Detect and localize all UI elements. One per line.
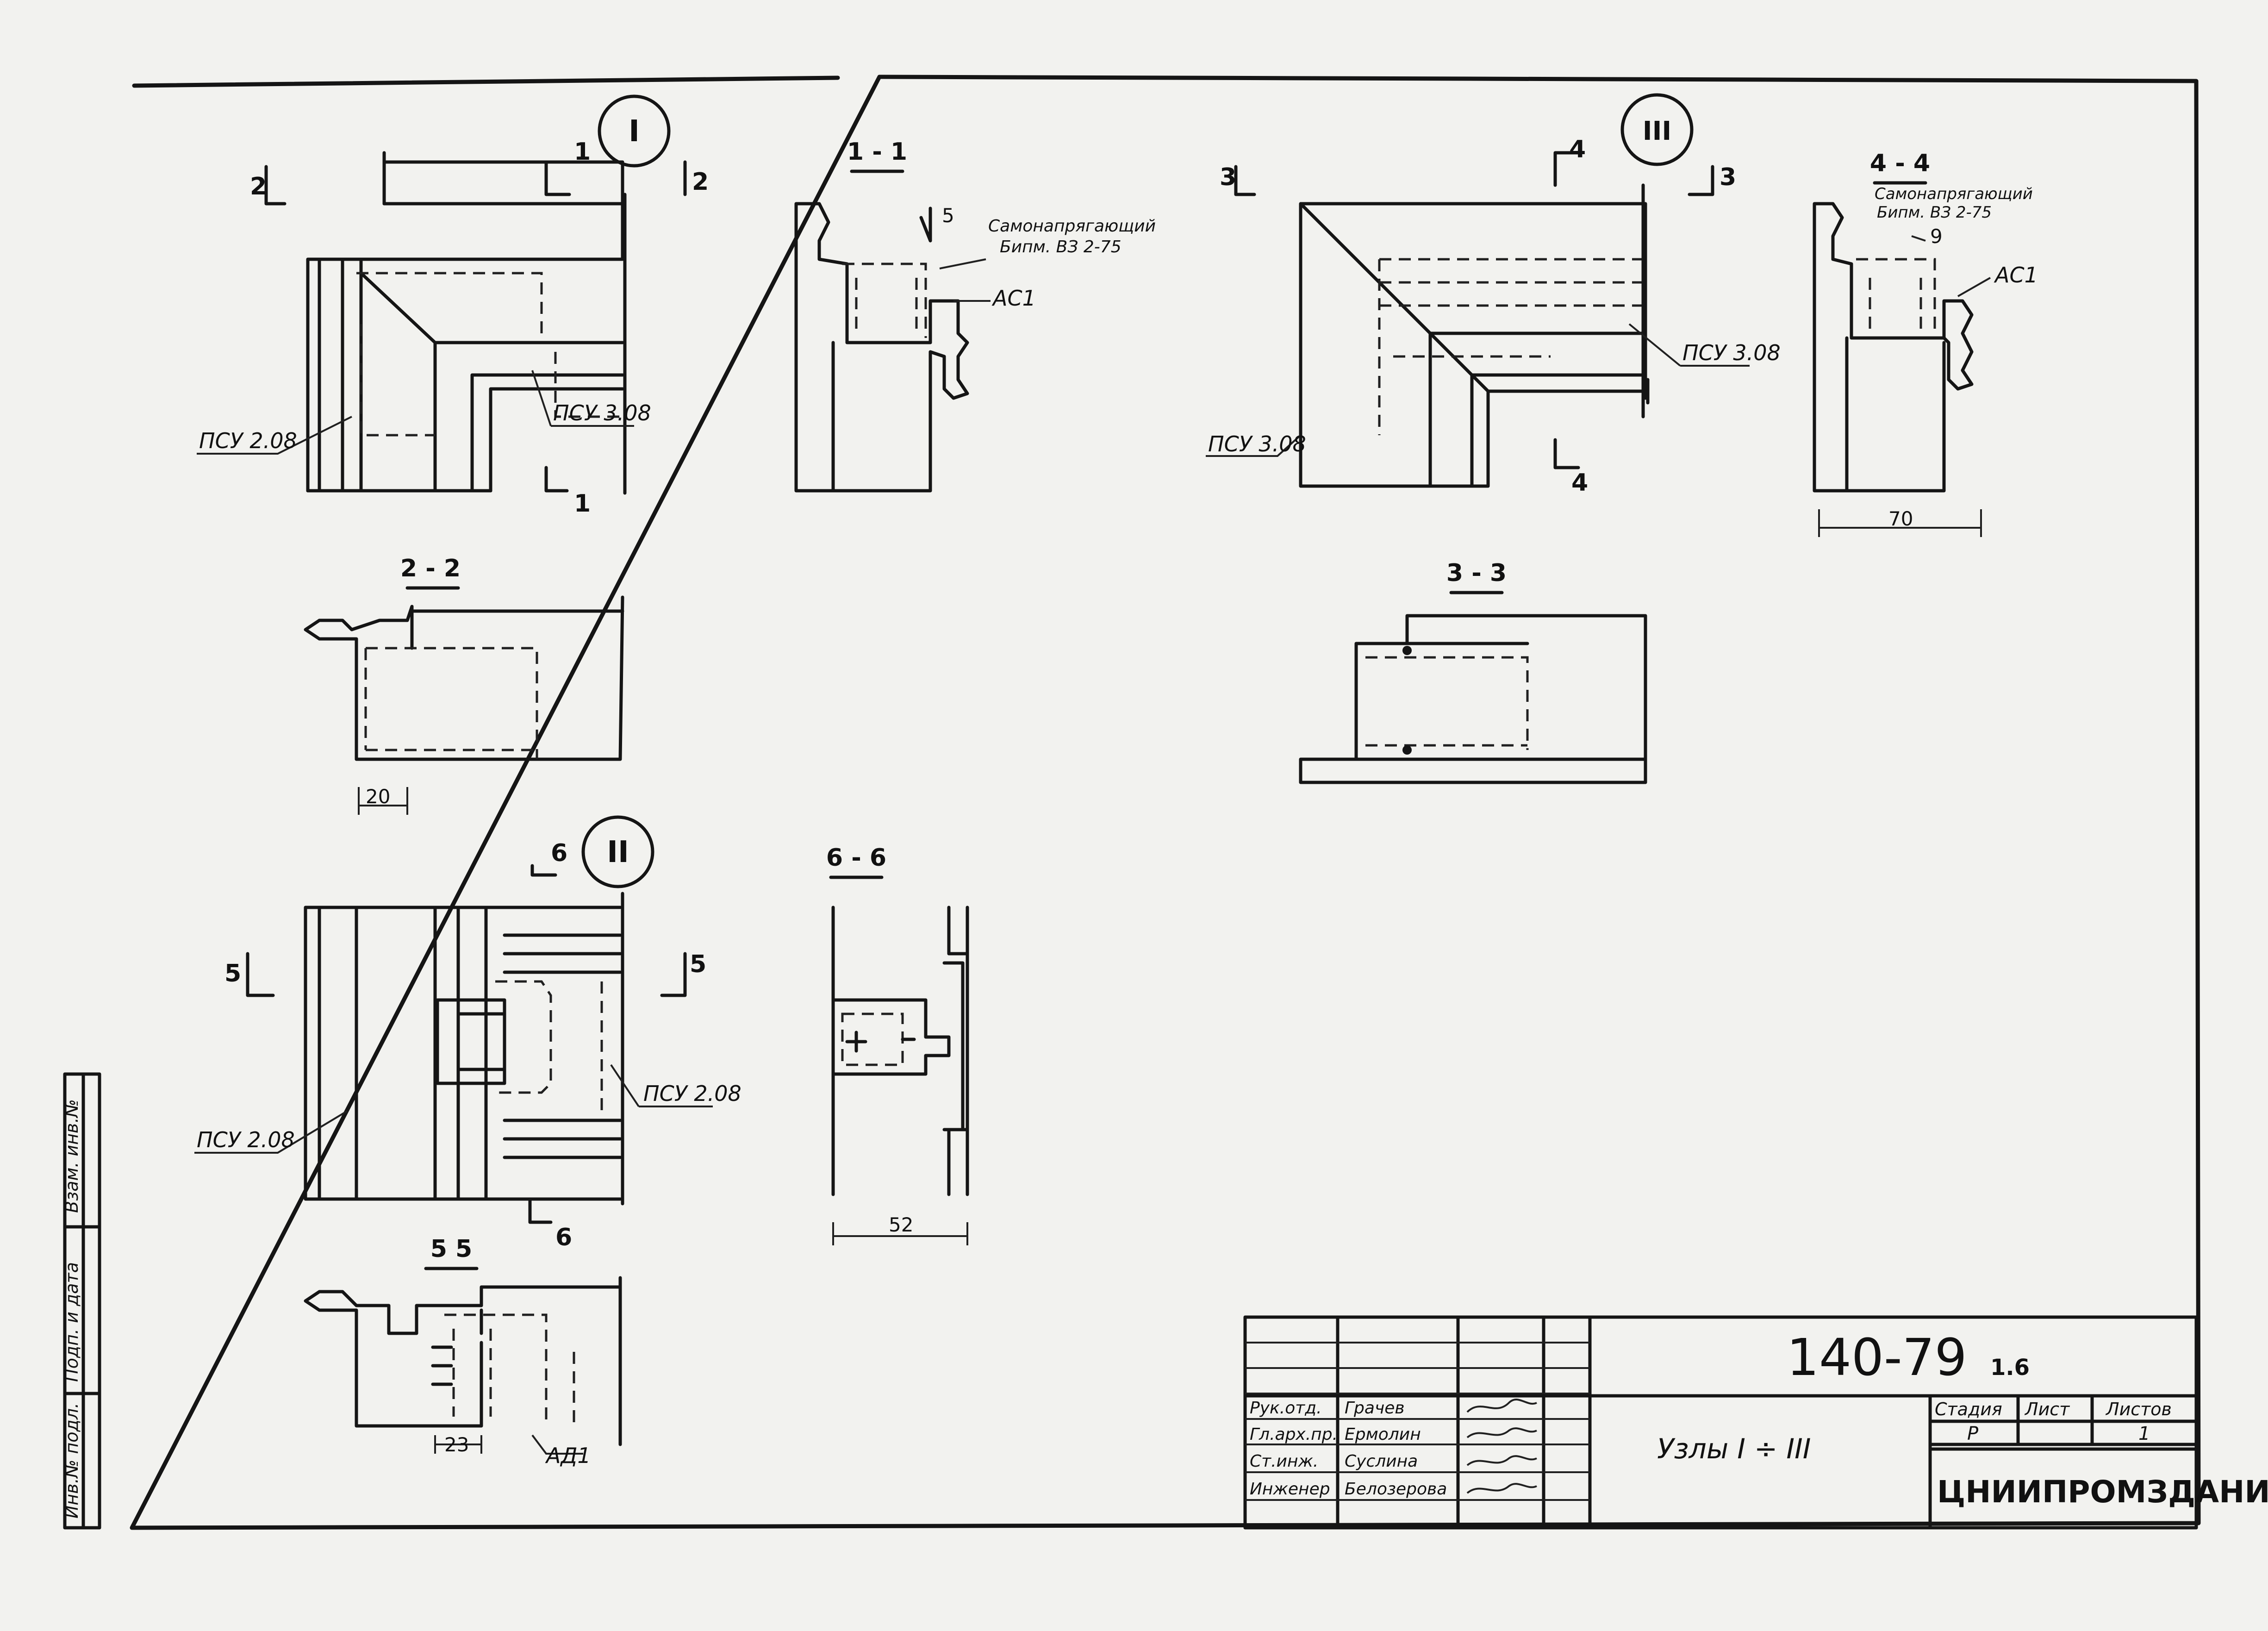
side-stamp-cell-2: Подп. и дата (62, 1262, 82, 1382)
dim-9: 9 (1930, 225, 1943, 248)
sealant-label-3: Самонапрягающий (1875, 185, 2033, 203)
node-2-plan: II 6 5 5 6 ПСУ 2.08 ПСУ 2.08 (194, 815, 741, 1251)
section-5-5-title: 5 5 (430, 1235, 472, 1263)
node-3-marker-label: III (1643, 116, 1672, 146)
dim-20: 20 (366, 785, 390, 808)
name-3: Суслина (1345, 1452, 1418, 1471)
cut-3-left: 3 (1220, 163, 1236, 191)
role-1: Рук.отд. (1250, 1399, 1322, 1418)
cut-2-left: 2 (250, 173, 267, 200)
cut-3-right: 3 (1720, 163, 1736, 191)
organization-name: ЦНИИПРОМЗДАНИЙ (1937, 1474, 2268, 1510)
sheet-header: Лист (2024, 1399, 2070, 1419)
sheets-value: 1 (2138, 1423, 2150, 1444)
dim-5-section11: 5 (942, 204, 954, 227)
signatures (1466, 1399, 1537, 1494)
sheet-frame (130, 75, 2201, 1530)
dim-52: 52 (889, 1213, 913, 1236)
callout-psu308-node3-left: ПСУ 3.08 (1208, 431, 1306, 456)
doc-suffix: 1.6 (1990, 1355, 2030, 1381)
node-3-plan: III 3 4 3 4 ПСУ 3.08 ПСУ 3.08 (1206, 93, 1781, 497)
side-stamp-cell-1: Взам. инв.№ (62, 1099, 82, 1213)
role-2: Гл.арх.пр. (1250, 1425, 1338, 1444)
sheets-header: Листов (2105, 1399, 2172, 1419)
name-4: Белозерова (1345, 1480, 1447, 1499)
node-1-plan: I 2 1 2 1 ПСУ 2.08 ПСУ 3.08 (197, 94, 709, 518)
section-6-6: 6 - 6 52 (826, 844, 969, 1245)
sealant-label-1: Самонапрягающий (988, 217, 1156, 236)
node-2-marker-label: II (607, 835, 629, 869)
doc-number: 140-79 (1787, 1328, 1967, 1387)
cut-5-right: 5 (690, 950, 706, 978)
cut-6-top: 6 (551, 839, 567, 867)
node-1-marker-label: I (629, 114, 640, 149)
section-2-2-title: 2 - 2 (400, 555, 461, 582)
section-6-6-title: 6 - 6 (826, 844, 886, 872)
section-3-3: 3 - 3 (1299, 559, 1647, 784)
cut-6-bottom: 6 (555, 1224, 572, 1251)
section-3-3-title: 3 - 3 (1446, 559, 1507, 587)
role-3: Ст.инж. (1250, 1452, 1318, 1471)
section-4-4-title: 4 - 4 (1870, 150, 1930, 177)
callout-psu308-node1: ПСУ 3.08 (553, 400, 651, 425)
stage-value: Р (1967, 1423, 1979, 1444)
node-1-marker (598, 94, 671, 168)
cut-1-bottom: 1 (574, 490, 591, 518)
section-1-1-title: 1 - 1 (847, 138, 907, 166)
sealant-label-2: Бипм. ВЗ 2-75 (1000, 237, 1122, 256)
callout-ac1-section44: АС1 (1994, 262, 2038, 287)
title-block: 140-79 1.6 Узлы I ÷ III Стадия Лист Лист… (1243, 1315, 2268, 1530)
cut-1-top: 1 (574, 138, 591, 166)
section-2-2: 2 - 2 20 (304, 555, 624, 815)
callout-ad1: АД1 (545, 1443, 591, 1468)
cut-4-top: 4 (1569, 136, 1586, 163)
callout-ac1-section11: АС1 (991, 286, 1036, 311)
callout-psu208-node1: ПСУ 2.08 (199, 428, 297, 453)
cut-2-right: 2 (692, 168, 709, 196)
cut-5-left: 5 (224, 960, 241, 987)
section-1-1: 1 - 1 5 Самонапрягающий Бипм. ВЗ 2-75 АС… (794, 138, 1156, 493)
name-1: Грачев (1345, 1399, 1405, 1418)
section-5-5: 5 5 23 АД1 (304, 1235, 622, 1468)
stage-header: Стадия (1935, 1399, 2002, 1419)
side-stamp-cell-3: Инв.№ подл. (62, 1403, 82, 1519)
dim-23: 23 (444, 1433, 469, 1456)
callout-psu308-node3-right: ПСУ 3.08 (1682, 340, 1781, 365)
cut-4-bottom: 4 (1571, 469, 1588, 497)
section-4-4: 4 - 4 Самонапрягающий Бипм. ВЗ 2-75 9 АС… (1813, 150, 2038, 537)
callout-psu208-node2-left: ПСУ 2.08 (197, 1127, 295, 1152)
node-3-marker (1620, 93, 1694, 166)
dim-70: 70 (1888, 507, 1913, 530)
side-stamp: Взам. инв.№ Подп. и дата Инв.№ подл. (62, 1072, 101, 1530)
drawing-title: Узлы I ÷ III (1657, 1433, 1811, 1465)
role-4: Инженер (1250, 1480, 1330, 1499)
callout-psu208-node2-right: ПСУ 2.08 (643, 1081, 741, 1106)
node-2-marker (581, 815, 654, 888)
sealant-label-4: Бипм. ВЗ 2-75 (1877, 203, 1992, 222)
name-2: Ермолин (1345, 1425, 1421, 1444)
